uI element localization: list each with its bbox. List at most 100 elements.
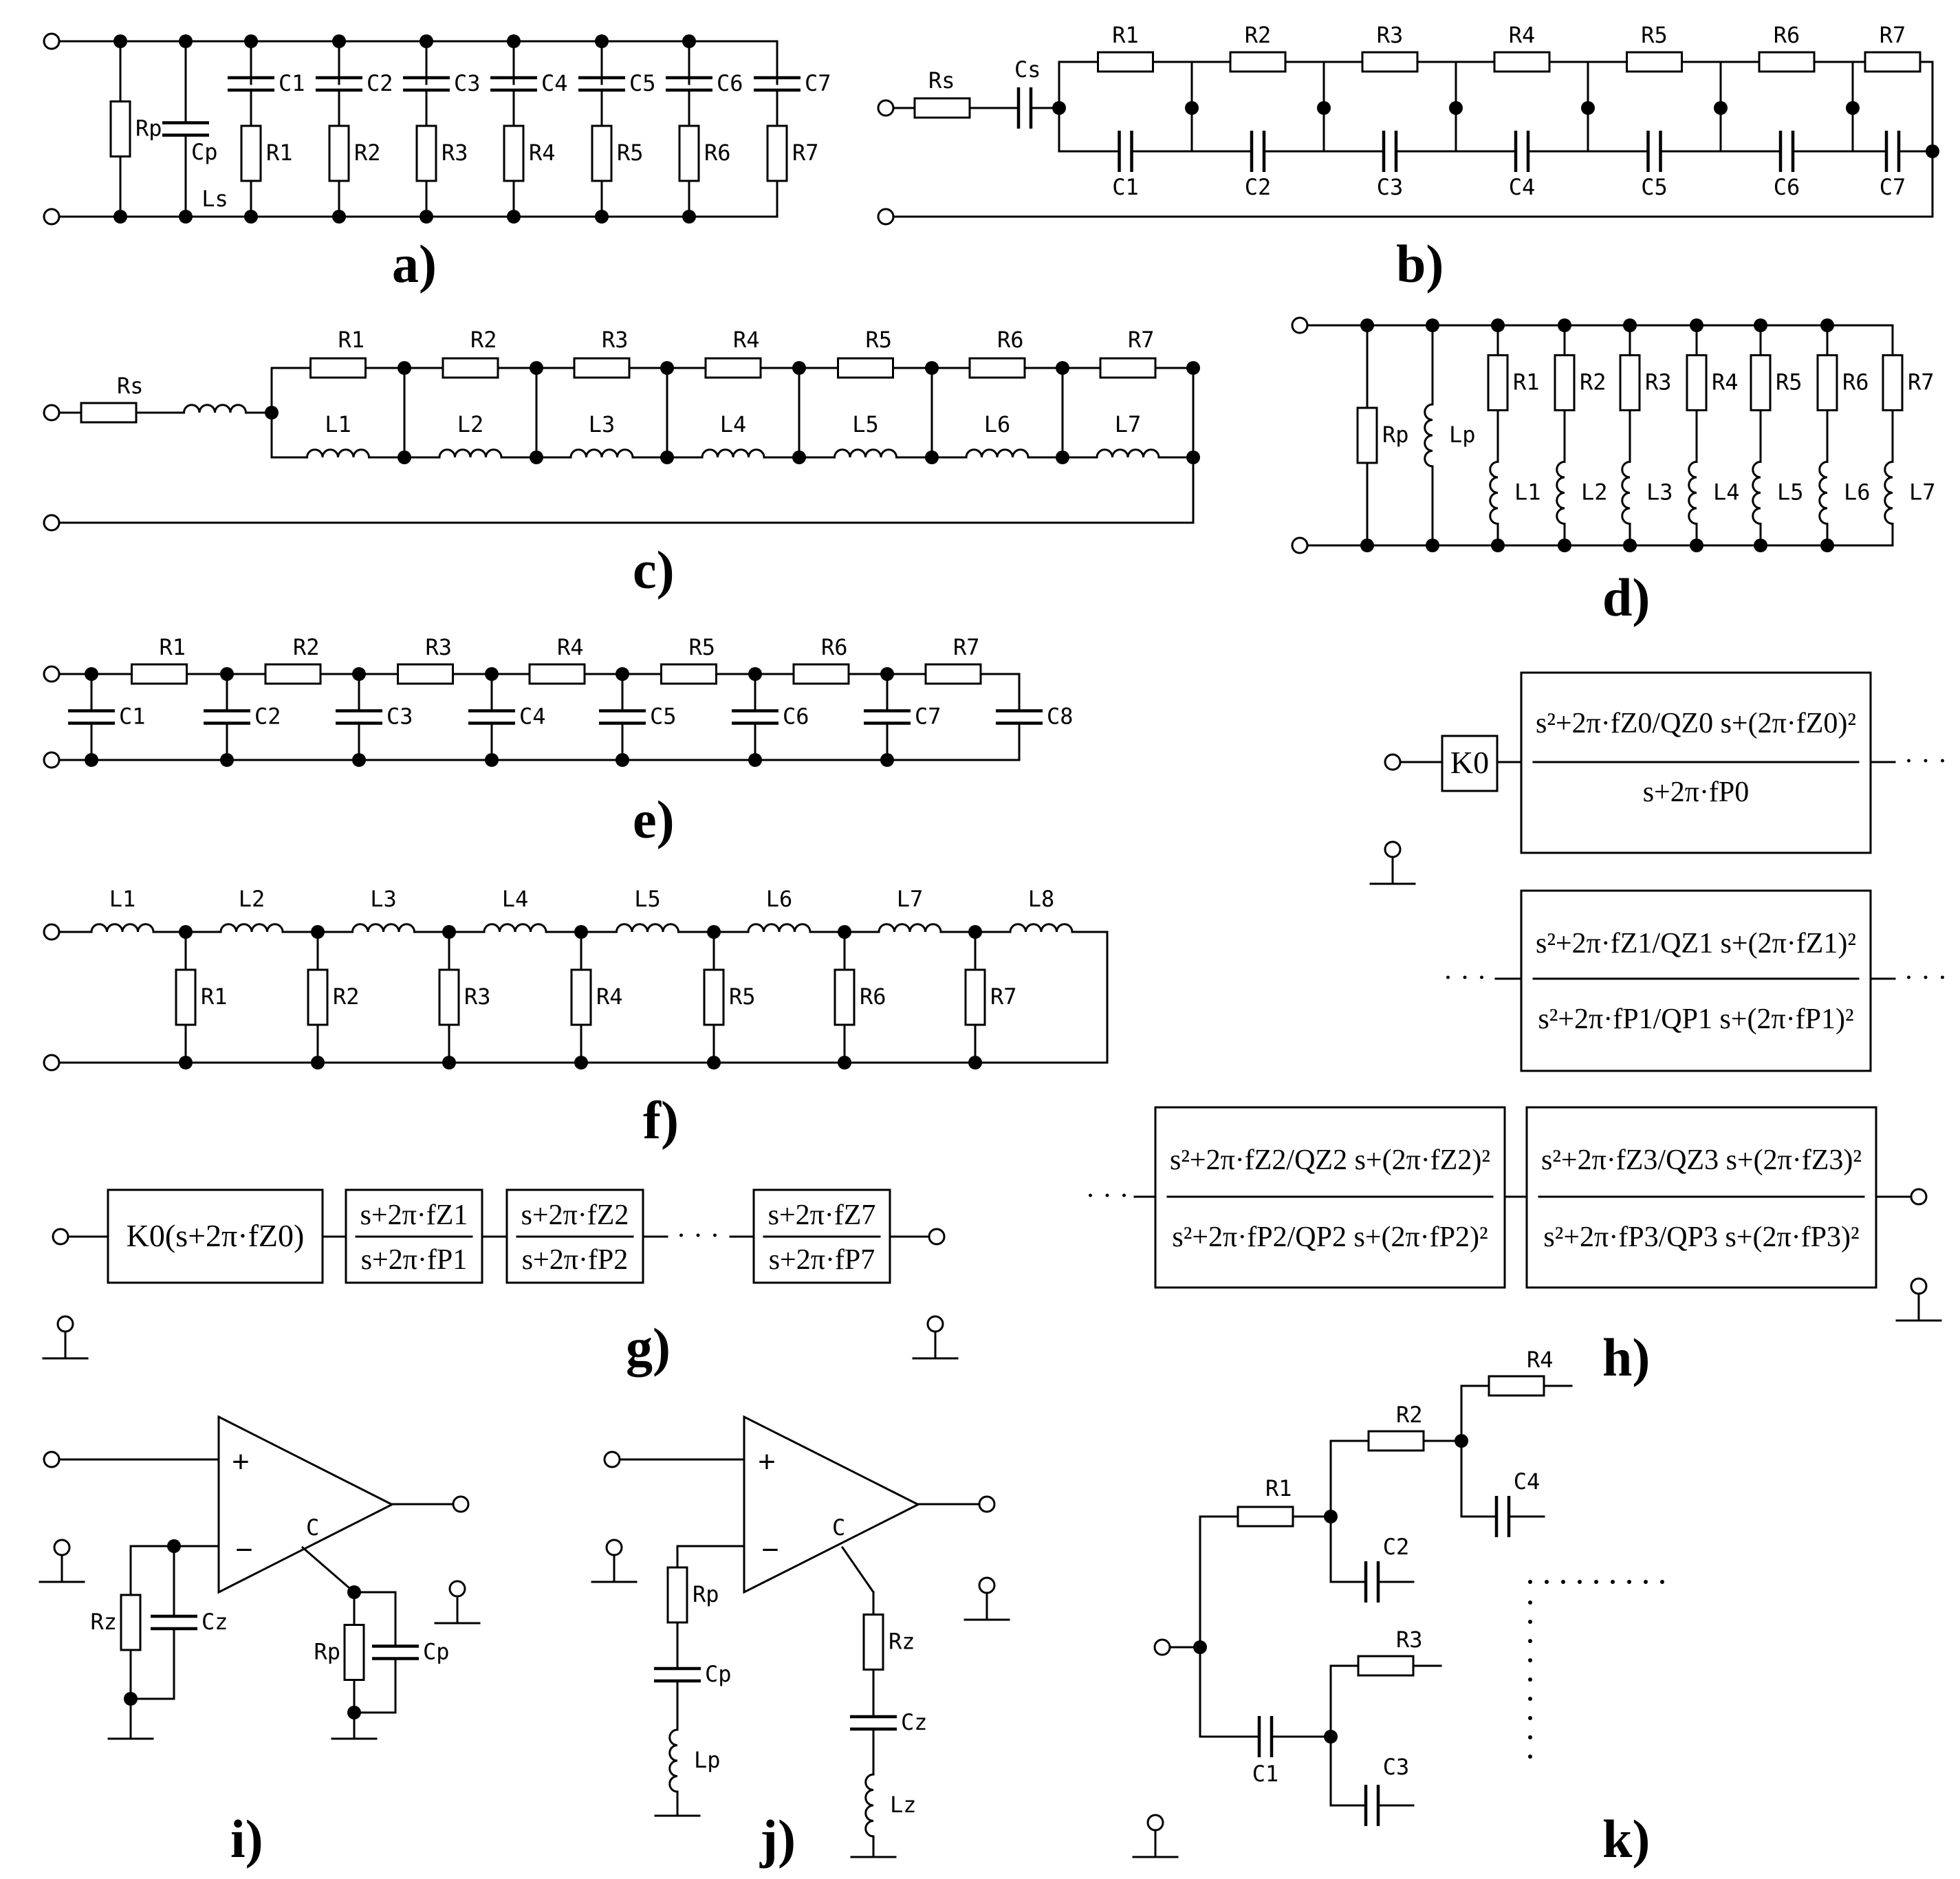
label-573: Cp [423,1639,450,1665]
label-7: Rp [135,116,162,142]
inductor-497 [747,923,812,933]
ground-terminal-523 [926,1315,944,1333]
junction-dot-78 [420,210,433,224]
terminal-444 [43,1054,61,1072]
inductor-234 [701,448,765,458]
block-h-0-den: s+2π·fP0 [1643,776,1750,808]
junction-dot-414 [616,667,629,681]
inductor-339 [1884,461,1893,525]
label-365: C1 [119,704,146,730]
terminal-0 [43,32,61,50]
junction-dot-425 [748,667,762,681]
resistor-319 [1750,354,1772,411]
ellipsis-dot-672 [1627,1580,1631,1584]
resistor-401 [528,663,586,685]
resistor-125 [1361,51,1419,73]
label-609: Rz [889,1629,915,1655]
label-502: R6 [860,984,886,1010]
junction-dot-426 [748,753,762,767]
label-512: R7 [990,984,1017,1010]
label-413: R5 [689,634,716,660]
label-192: Ls [202,186,228,212]
ground-terminal-584 [605,1539,623,1556]
resistor-434 [924,663,982,685]
label-162: R6 [1774,22,1800,48]
resistor-390 [397,663,454,685]
label-579: C [832,1514,845,1541]
inductor-245 [834,448,897,458]
resistor-368 [131,663,188,685]
terminal-538 [452,1495,470,1513]
junction-dot-71 [179,34,193,48]
resistor-379 [264,663,322,685]
label-300: L2 [1581,479,1608,506]
label-398: C4 [519,704,546,730]
resistor-101 [1097,51,1154,73]
resistor-6 [109,100,131,158]
panel-label-k: k) [1602,1809,1650,1869]
junction-dot-370 [85,667,98,681]
label-402: R4 [557,634,584,660]
resistor-511 [964,968,986,1026]
label-442: C8 [1047,704,1074,730]
label-131: C3 [1377,174,1404,200]
terminal-86 [877,208,895,226]
label-284: Lp [1449,422,1476,448]
label-644: R4 [1527,1347,1554,1373]
block-h-2-num: s²+2π·fZ2/QZ2 s+(2π·fZ2)² [1170,1144,1490,1176]
terminal-183 [43,404,61,422]
resistor-423 [792,663,850,685]
label-555: Cz [202,1609,228,1635]
label-304: R3 [1645,369,1672,395]
resistor-252 [968,357,1026,379]
label-448: L1 [109,886,136,912]
label-155: C5 [1641,174,1668,200]
inductor-447 [90,923,155,933]
ground-terminal-539 [53,1539,71,1556]
panel-h-block-chain: K0 s²+2π·fZ0/QZ0 s+(2π·fZ0)² s+2π·fP0 · … [1086,671,1947,1289]
label-320: R5 [1776,369,1803,395]
ellipsis-dot-677 [1528,1639,1532,1643]
label-369: R1 [160,634,186,660]
resistor-113 [1229,51,1287,73]
junction-dot-270 [1186,361,1200,375]
label-213: L2 [457,411,484,437]
ellipsis-dot-669 [1578,1580,1582,1584]
resistor-451 [175,968,197,1026]
junction-dot-120 [1185,101,1199,115]
junction-dot-72 [179,210,193,224]
ground-terminal-520 [56,1315,74,1333]
label-618: Lz [890,1792,917,1818]
label-594: Rp [693,1581,719,1607]
label-16: C1 [279,70,305,96]
label-462: R2 [333,984,360,1010]
inductor-299 [1556,461,1565,525]
panel-g-block-chain: K0(s+2π·fZ0) s+2π·fZ1 s+2π·fP1 s+2π·fZ2 … [52,1188,946,1284]
terminal-443 [43,923,61,941]
junction-dot-74 [244,210,258,224]
block-g-2-den: s+2π·fP2 [522,1244,629,1276]
ellipsis-dot-674 [1660,1580,1664,1584]
junction-dot-348 [1558,539,1571,552]
label-95: Cs [1014,56,1041,83]
ellipsis-dot-668 [1561,1580,1565,1584]
resistor-59 [678,124,700,182]
label-424: R6 [821,634,848,660]
ground-terminal-684 [1146,1814,1164,1832]
block-h-0-num: s²+2π·fZ0/QZ0 s+(2π·fZ0)² [1536,708,1856,739]
label-380: R2 [293,634,320,660]
junction-dot-79 [507,34,521,48]
label-40: C4 [541,70,568,96]
label-638: C2 [1383,1534,1410,1560]
ellipsis-dot-682 [1528,1735,1532,1739]
label-102: R1 [1112,22,1139,48]
label-242: R5 [866,327,893,353]
resistor-461 [307,968,329,1026]
resistor-67 [766,124,788,182]
inductor-283 [1424,403,1433,468]
label-478: L4 [502,886,529,912]
label-492: R5 [729,984,756,1010]
label-649: C4 [1514,1468,1540,1495]
terminal-535 [43,1451,61,1468]
panel-label-e: e) [633,790,675,849]
